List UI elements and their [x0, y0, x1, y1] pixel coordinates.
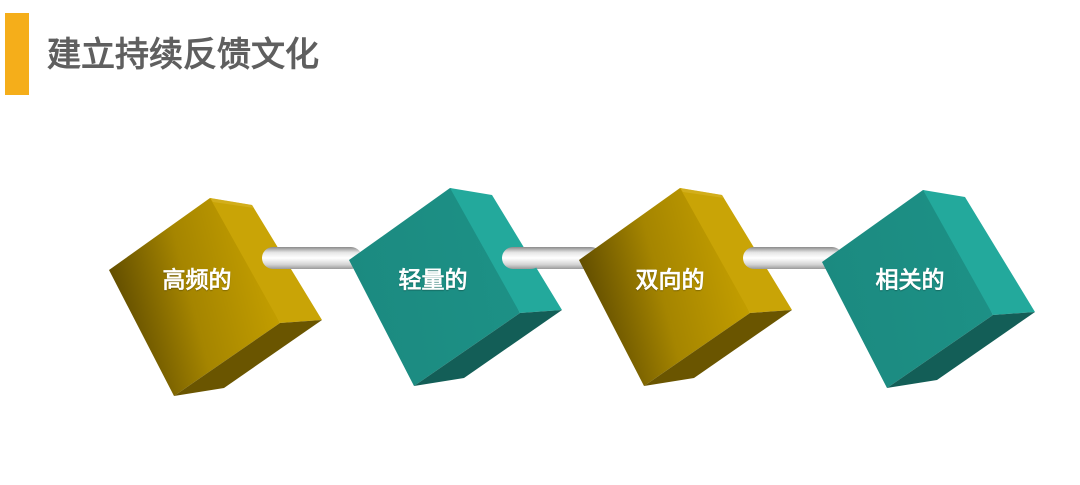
- page-title: 建立持续反馈文化: [47, 35, 319, 75]
- cube-label-4: 相关的: [875, 267, 945, 294]
- cube-1: [109, 198, 322, 396]
- cube-label-3: 双向的: [635, 267, 705, 294]
- cube-label-2: 轻量的: [398, 267, 468, 294]
- cube-label-1: 高频的: [162, 267, 232, 294]
- title-accent-bar: [5, 13, 29, 95]
